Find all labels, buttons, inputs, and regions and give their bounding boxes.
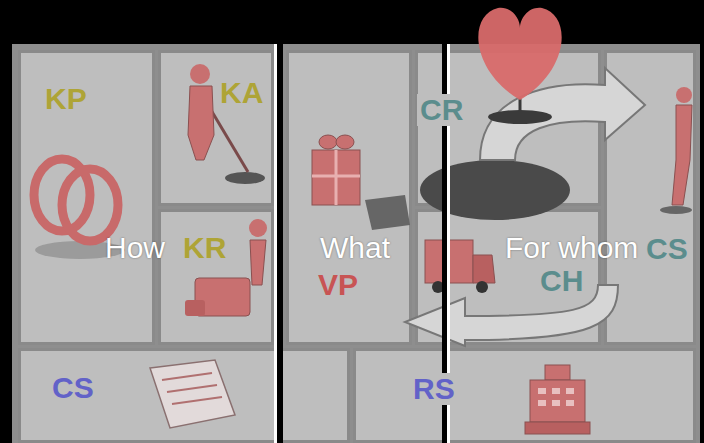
canvas-block: VP xyxy=(286,50,412,345)
canvas-block: CH xyxy=(415,209,601,345)
customer-body xyxy=(672,105,692,205)
truck-cab xyxy=(473,255,495,283)
laptop xyxy=(365,195,410,230)
gift-bow xyxy=(336,135,354,149)
invoice-paper xyxy=(150,360,235,428)
canvas-block: RS xyxy=(353,348,696,443)
truck-wheel xyxy=(432,281,444,293)
paper-line xyxy=(162,373,212,380)
dig-hole xyxy=(225,172,265,184)
heart-base xyxy=(488,110,552,124)
canvas-block: KR xyxy=(158,209,274,345)
customer-head xyxy=(676,87,692,103)
shovel xyxy=(208,105,248,172)
gift-bow xyxy=(319,135,337,149)
loop-arrow xyxy=(480,68,645,160)
block-label: KP xyxy=(45,84,87,114)
register-key xyxy=(566,388,574,394)
ring xyxy=(62,169,118,241)
worker-body xyxy=(188,86,214,160)
canvas-block: KP xyxy=(18,50,155,345)
canvas-block: CS xyxy=(604,50,696,345)
cash-register xyxy=(530,380,585,422)
theme-label: For whom xyxy=(505,233,638,263)
operator-head xyxy=(249,219,267,237)
machine xyxy=(195,278,250,316)
block-label: RS xyxy=(410,373,458,405)
canvas-block: CR xyxy=(415,50,601,206)
divider-line xyxy=(447,44,450,443)
register-key xyxy=(552,388,560,394)
divider-gap xyxy=(277,44,283,443)
canvas-sheet xyxy=(12,44,700,443)
truck-wheel xyxy=(476,281,488,293)
theme-slot: For whom xyxy=(505,233,638,263)
gift-ribbon xyxy=(335,150,338,205)
paper-line xyxy=(172,397,222,404)
theme-label: What xyxy=(320,233,390,263)
block-label: CS xyxy=(52,373,94,403)
heart xyxy=(478,8,561,100)
gift-box xyxy=(312,150,360,205)
divider-gap xyxy=(442,44,447,443)
worker-head xyxy=(190,64,210,84)
operator-body xyxy=(250,240,266,285)
block-label: CH xyxy=(540,266,583,296)
register-key xyxy=(538,400,546,406)
register-key xyxy=(566,400,574,406)
gift-ribbon xyxy=(312,175,360,178)
heart-stand xyxy=(519,98,522,114)
machine-seat xyxy=(185,300,205,316)
block-label: VP xyxy=(318,270,358,300)
register-key xyxy=(552,400,560,406)
canvas-block: KA xyxy=(158,50,274,206)
register-drawer xyxy=(525,422,590,434)
block-label: CS xyxy=(646,234,688,264)
divider-line xyxy=(274,44,277,443)
register-key xyxy=(538,388,546,394)
ring xyxy=(34,159,90,231)
block-label: KA xyxy=(220,78,263,108)
theme-label: How xyxy=(105,233,165,263)
paper-line xyxy=(167,385,217,392)
customer-shadow xyxy=(660,206,692,214)
canvas-block: CS xyxy=(18,348,350,443)
truck-body xyxy=(425,240,473,283)
block-label: CR xyxy=(417,94,466,126)
loop-hole xyxy=(420,160,570,220)
theme-slot: How xyxy=(105,233,165,263)
block-label: KR xyxy=(183,233,226,263)
loop-arrow xyxy=(405,285,618,346)
theme-slot: What xyxy=(320,233,390,263)
register-display xyxy=(545,365,570,380)
